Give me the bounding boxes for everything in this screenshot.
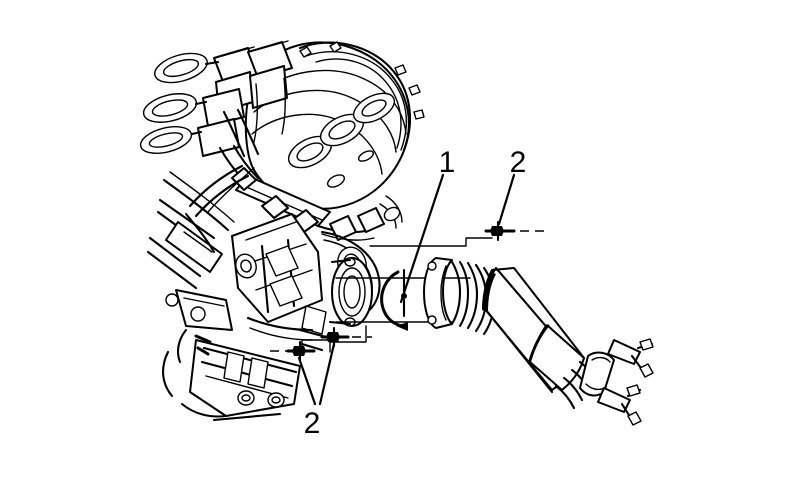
- flange-bolt-lower-left: [270, 340, 316, 362]
- callout-label-2-top: 2: [510, 146, 527, 179]
- intake-runners-left: [139, 40, 293, 182]
- catalytic-converter: [423, 257, 654, 426]
- intake-port-ovals: [287, 92, 396, 188]
- exhaust-pipe-gasket: [380, 268, 408, 331]
- callout-label-1: 1: [439, 146, 456, 179]
- flange-bolt-lower-right: [320, 326, 372, 348]
- flange-bolt-upper: [484, 220, 546, 242]
- intake-manifold: [139, 40, 425, 241]
- leader-line-callout-2-bottom-right: [318, 342, 336, 406]
- engine-block-lower: [146, 171, 381, 422]
- exhaust-manifold-flange: [328, 257, 373, 327]
- converter-outlet-flange: [579, 338, 654, 426]
- callout-leader-lines: [297, 173, 516, 406]
- flange-bolts: [270, 220, 546, 362]
- leader-line-callout-2-top: [497, 173, 516, 226]
- leader-line-callout-2-bottom-left: [297, 356, 317, 406]
- leader-line-callout-1: [399, 173, 445, 304]
- callout-label-2-bottom: 2: [304, 407, 321, 440]
